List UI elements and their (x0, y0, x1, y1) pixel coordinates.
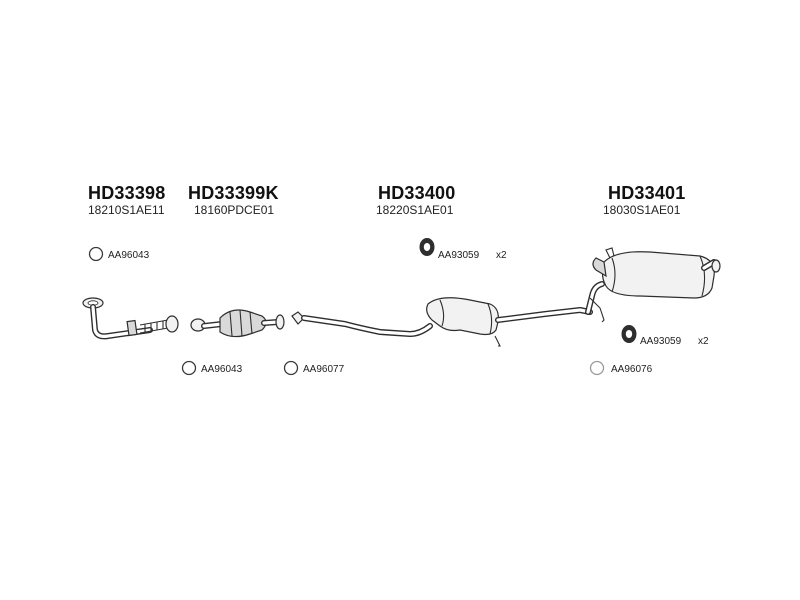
part-number-catalytic-converter[interactable]: HD33399K (188, 183, 279, 203)
oem-number-catalytic-converter: 18160PDCE01 (194, 203, 275, 217)
oem-number-rear-silencer: 18030S1AE01 (603, 203, 681, 217)
part-number-centre-silencer[interactable]: HD33400 (378, 183, 456, 203)
front-pipe[interactable] (82, 297, 179, 340)
accessory-label-aa96077[interactable]: AA96077 (303, 364, 345, 375)
rear-silencer[interactable] (585, 247, 721, 323)
ring-gasket-icon[interactable] (181, 360, 197, 376)
ring-gasket-icon[interactable] (283, 360, 299, 376)
part-number-front-pipe[interactable]: HD33398 (88, 183, 166, 203)
rubber-hanger-icon[interactable] (621, 325, 637, 343)
accessory-label-aa96076[interactable]: AA96076 (611, 364, 653, 375)
accessory-label-aa93059-rear[interactable]: AA93059 (640, 336, 682, 347)
rubber-hanger-icon[interactable] (419, 238, 435, 256)
catalytic-converter[interactable] (190, 309, 285, 338)
accessory-qty-centre: x2 (496, 250, 507, 261)
part-number-rear-silencer[interactable]: HD33401 (608, 183, 686, 203)
accessory-qty-rear: x2 (698, 336, 709, 347)
oem-number-centre-silencer: 18220S1AE01 (376, 203, 454, 217)
oem-number-front-pipe: 18210S1AE11 (88, 203, 165, 217)
ring-gasket-icon[interactable] (589, 360, 605, 376)
accessory-label-aa93059-centre[interactable]: AA93059 (438, 250, 480, 261)
accessory-label-aa96043-bottom[interactable]: AA96043 (201, 364, 243, 375)
accessory-label-aa96043-top[interactable]: AA96043 (108, 250, 150, 261)
ring-gasket-icon[interactable] (88, 246, 104, 262)
centre-silencer[interactable] (291, 297, 593, 347)
